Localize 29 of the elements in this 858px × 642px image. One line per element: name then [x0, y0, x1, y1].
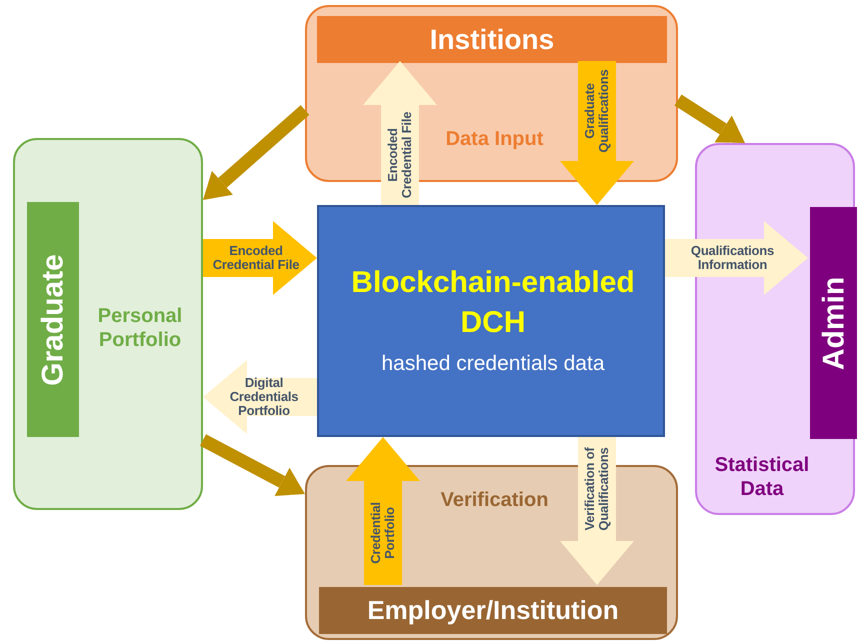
panel-title: Institions	[428, 22, 556, 57]
block-arrow	[665, 221, 808, 295]
header-band	[317, 16, 667, 63]
block-arrow	[363, 61, 437, 205]
panel-background	[13, 138, 203, 510]
process-box	[317, 205, 665, 437]
block-arrow	[203, 221, 317, 295]
edge-label: Encoded Credential File	[212, 242, 300, 274]
edge-label: Qualifications Information	[690, 242, 776, 274]
edge-label: Verification of Qualifications	[581, 446, 612, 533]
edge-label: Digital Credentials Portfolio	[228, 375, 300, 419]
panel-title: Graduate	[35, 252, 70, 388]
panel-label: Statistical Data	[714, 453, 810, 502]
panel-label: Verification	[440, 488, 550, 513]
panel-title: Admin	[816, 275, 850, 372]
panel-label: Personal Portfolio	[96, 304, 184, 353]
header-band	[27, 202, 79, 437]
panel-title: Employer/Institution	[366, 594, 620, 627]
panel-label: Data Input	[444, 127, 544, 152]
box-text: hashed credentials data	[380, 351, 606, 378]
edge-label: Graduate Qualifications	[581, 68, 612, 155]
block-arrow	[560, 437, 634, 585]
block-arrow	[203, 360, 317, 434]
header-band	[319, 587, 667, 634]
edge-label: Encoded Credential File	[384, 110, 415, 200]
edge-label: Credential Portfolio	[367, 501, 398, 566]
block-arrow	[560, 61, 634, 205]
header-band	[810, 207, 857, 439]
box-text: Blockchain-enabled DCH	[350, 264, 636, 341]
